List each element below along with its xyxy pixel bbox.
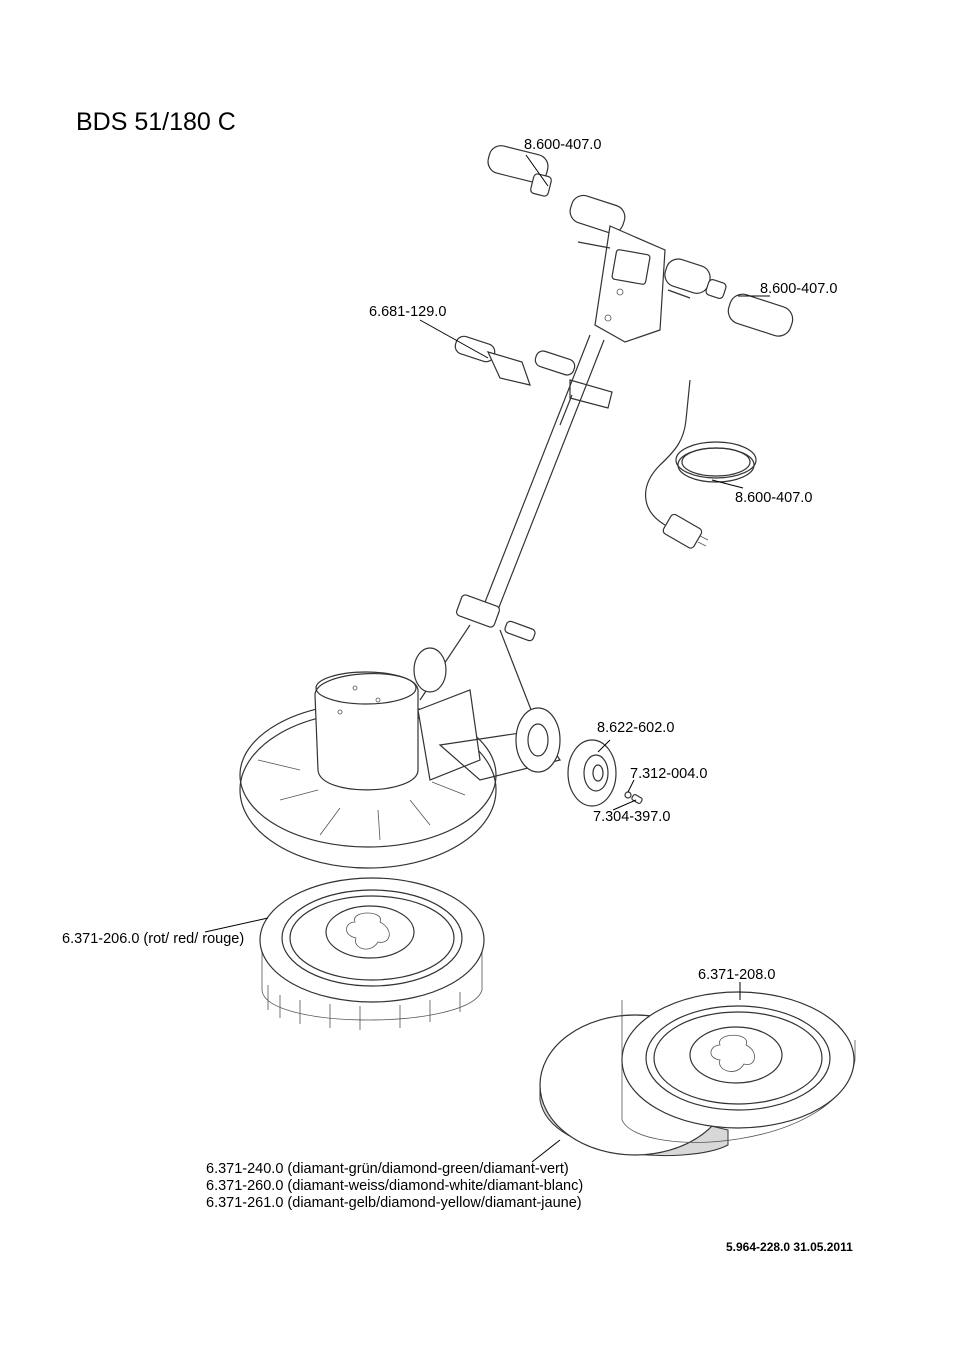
handlebar-assembly xyxy=(487,145,794,343)
label-brush: 6.371-206.0 (rot/ red/ rouge) xyxy=(62,931,245,947)
power-cable xyxy=(645,379,757,549)
handle-shaft xyxy=(419,334,605,721)
footer-doc-number: 5.964-228.0 31.05.2011 xyxy=(726,1240,853,1254)
label-handle-clamp: 6.681-129.0 xyxy=(369,304,447,320)
leader-lines xyxy=(204,154,770,1163)
label-grip-left: 8.600-407.0 xyxy=(524,137,602,153)
label-pad-holder: 6.371-208.0 xyxy=(698,967,776,983)
label-pad-yellow: 6.371-261.0 (diamant-gelb/diamond-yellow… xyxy=(206,1195,582,1211)
wheels xyxy=(413,647,643,807)
brush-disc xyxy=(259,877,485,1030)
label-power-cable: 8.600-407.0 xyxy=(735,490,813,506)
label-grip-right: 8.600-407.0 xyxy=(760,281,838,297)
label-axle-pin: 7.304-397.0 xyxy=(593,809,671,825)
label-pad-green: 6.371-240.0 (diamant-grün/diamond-green/… xyxy=(206,1161,569,1177)
label-pad-white: 6.371-260.0 (diamant-weiss/diamond-white… xyxy=(206,1178,584,1194)
label-wheel: 8.622-602.0 xyxy=(597,720,675,736)
label-washer: 7.312-004.0 xyxy=(630,766,708,782)
handle-clamp-assembly xyxy=(454,335,613,409)
page-title: BDS 51/180 C xyxy=(76,108,236,136)
pad-assembly xyxy=(539,991,856,1157)
machine-base xyxy=(239,671,561,869)
